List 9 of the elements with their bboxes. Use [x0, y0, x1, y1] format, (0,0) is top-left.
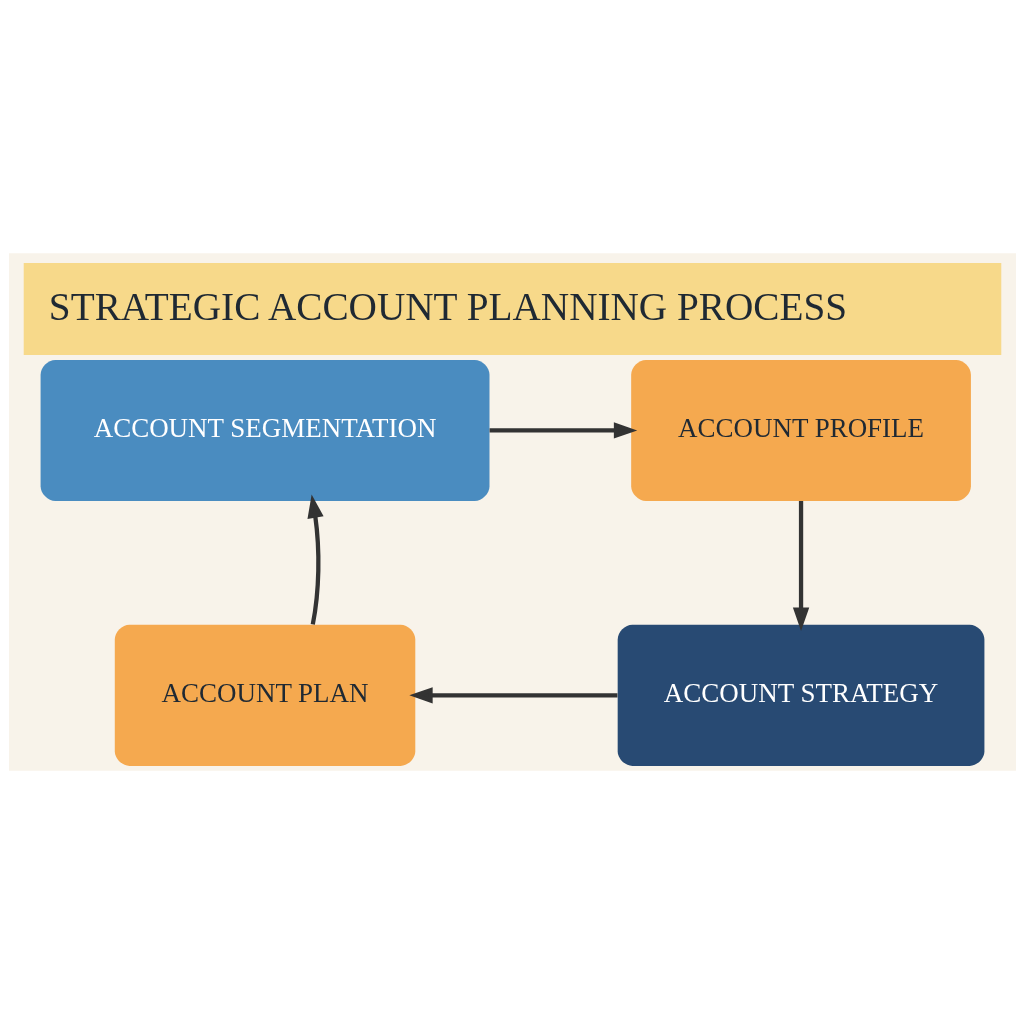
- node-box: ACCOUNT SEGMENTATION: [40, 359, 489, 501]
- arrow: [489, 422, 637, 439]
- node-box: ACCOUNT PLAN: [114, 624, 415, 766]
- arrow: [408, 687, 617, 704]
- node-box: ACCOUNT STRATEGY: [617, 624, 984, 766]
- node-box: ACCOUNT PROFILE: [630, 359, 971, 501]
- diagram-title: STRATEGIC ACCOUNT PLANNING PROCESS: [48, 284, 847, 328]
- arrow: [792, 500, 809, 631]
- arrow: [306, 494, 324, 625]
